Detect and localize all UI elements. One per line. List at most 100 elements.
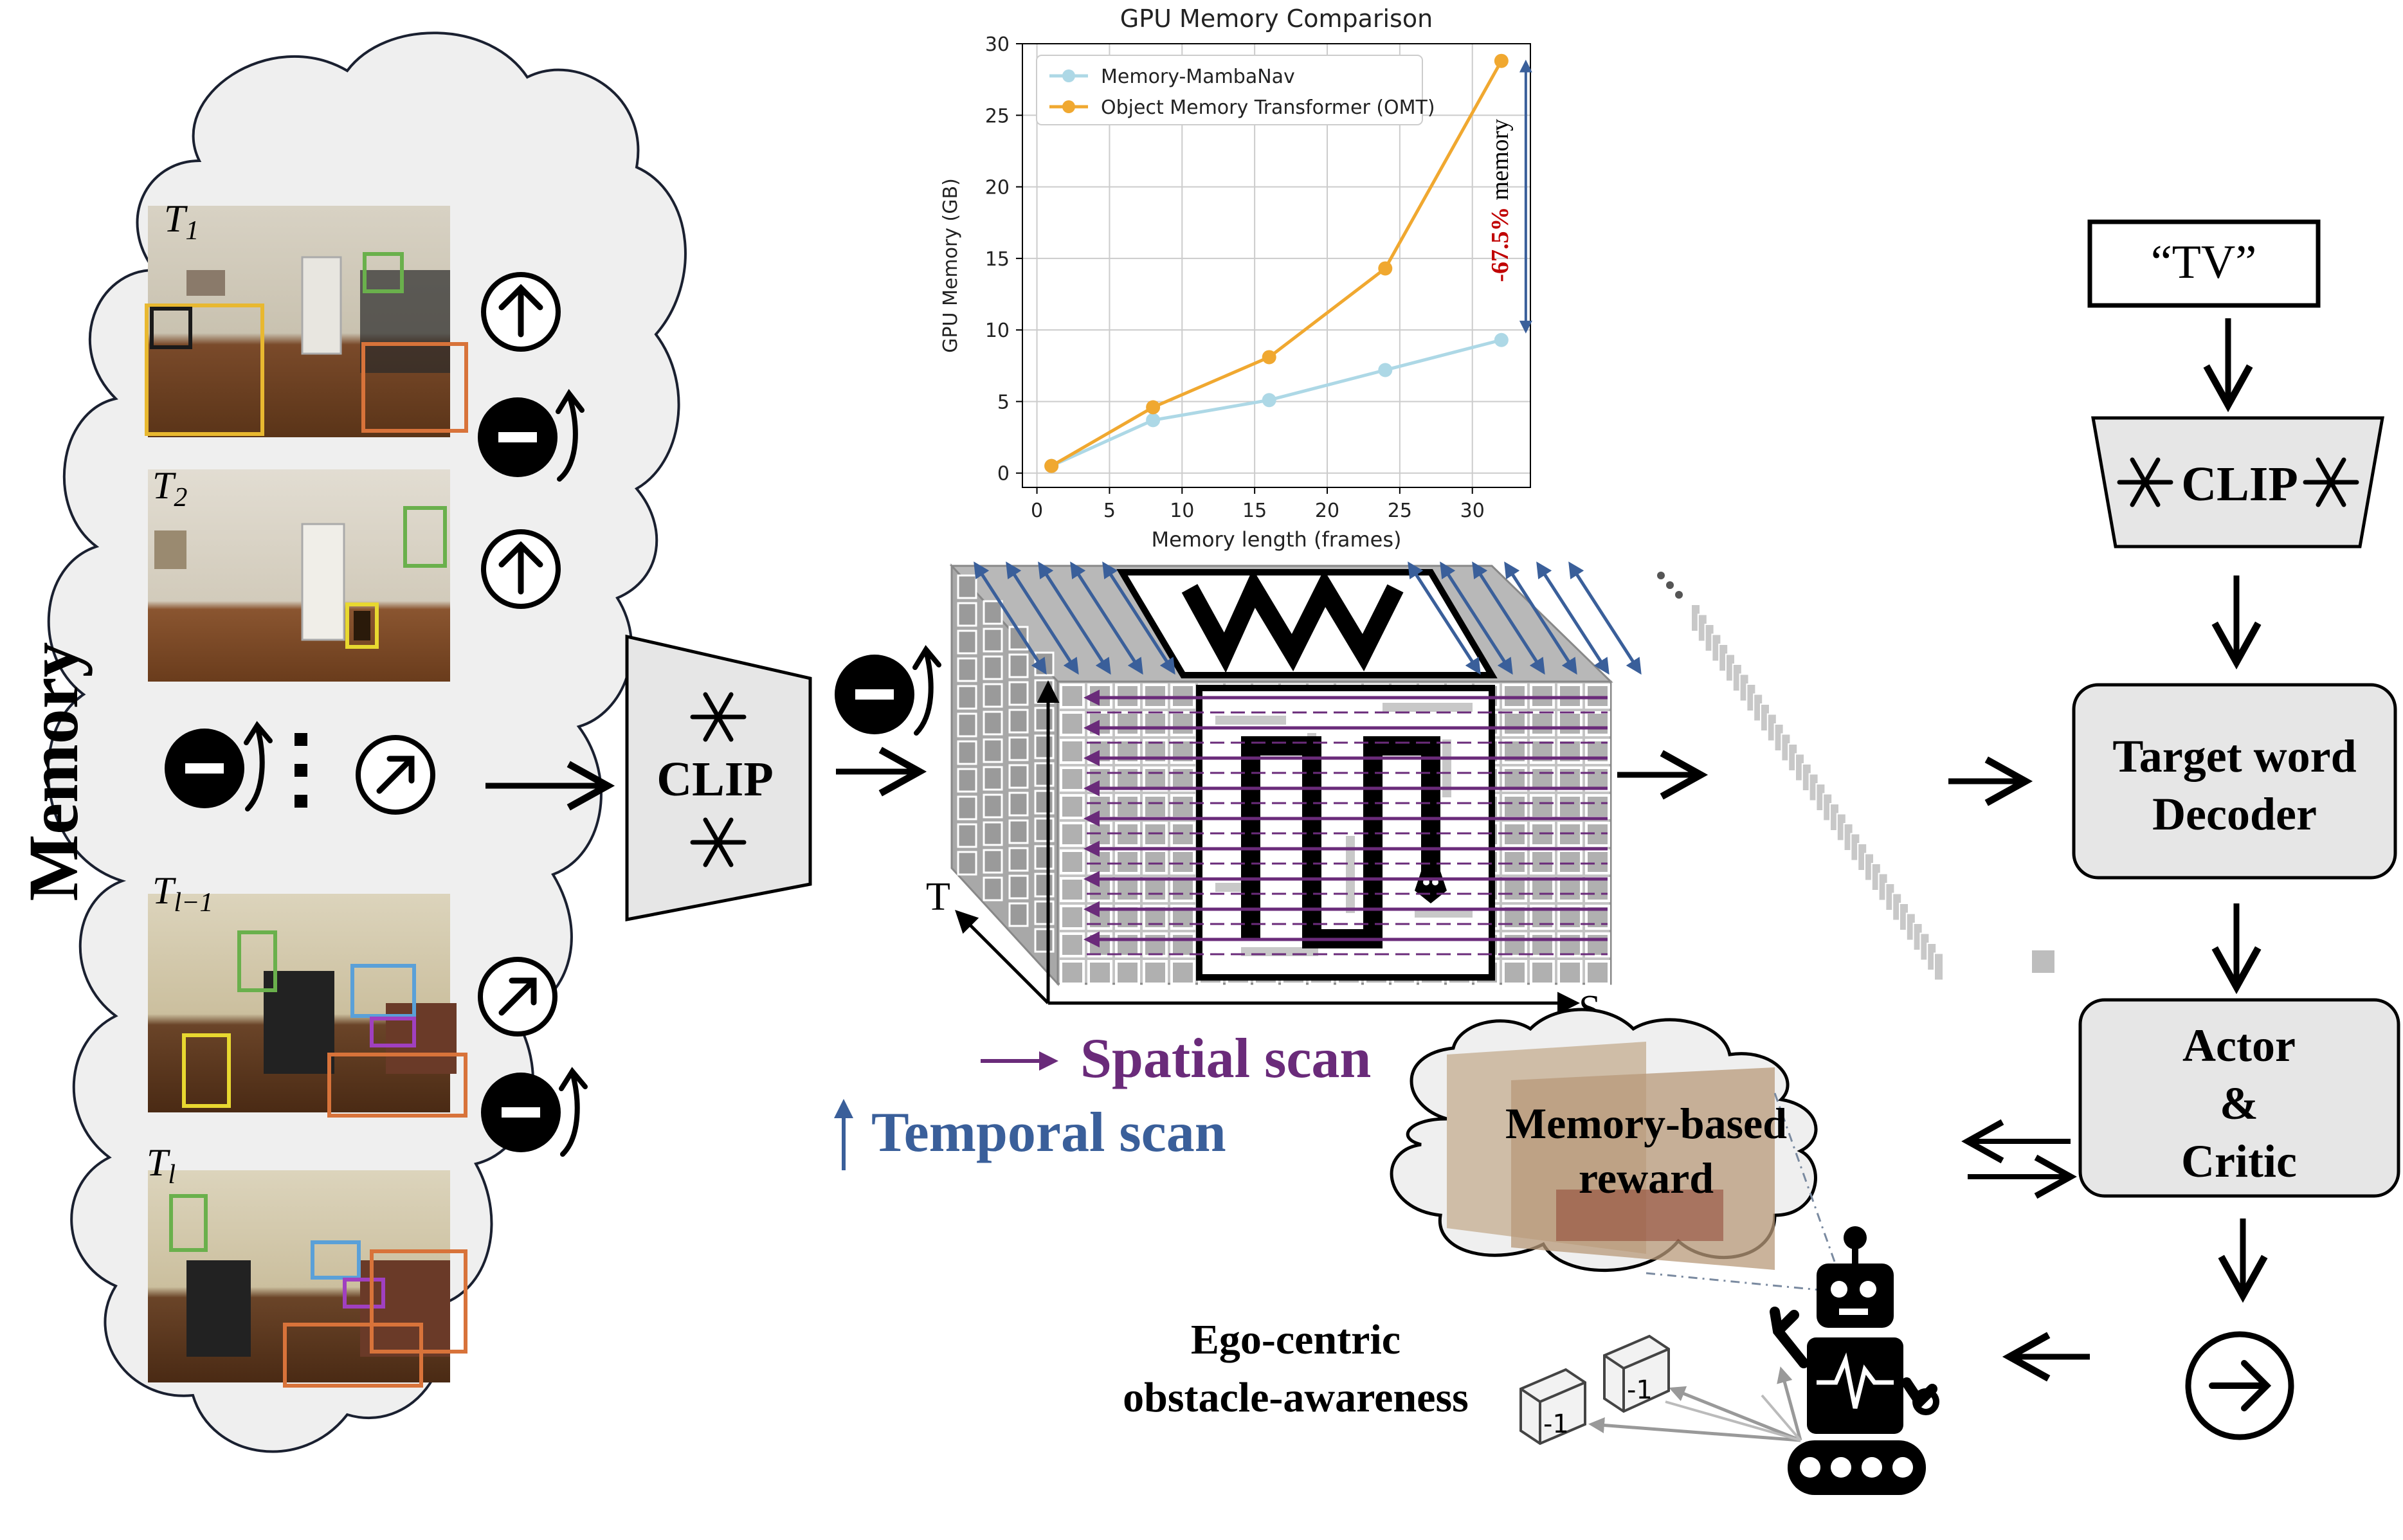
cube-cell	[1034, 845, 1055, 870]
cube-cell	[1115, 794, 1140, 819]
cube-cell	[957, 685, 977, 710]
cube-cell	[1060, 932, 1085, 957]
x-tick-label: 10	[1170, 500, 1194, 522]
cube-cell	[1557, 932, 1582, 957]
up-arrow-icon	[481, 272, 561, 352]
cube-cell	[1530, 711, 1555, 736]
cube-cell	[1115, 849, 1140, 874]
legend-label: Object Memory Transformer (OMT)	[1101, 96, 1435, 119]
x-tick-label: 15	[1242, 500, 1267, 522]
cube-cell	[1557, 849, 1582, 874]
cube-cell	[1087, 794, 1112, 819]
chart-legend	[1036, 55, 1423, 125]
memory-title: Memory	[14, 642, 93, 901]
obstacle-cube-label: -1	[1543, 1409, 1569, 1439]
cube-cell	[1034, 817, 1055, 842]
cube-cell	[1502, 877, 1527, 902]
x-tick-label: 30	[1460, 500, 1485, 522]
annotation-value: -67.5%	[1487, 206, 1514, 282]
temporal-arrow	[1568, 561, 1642, 675]
memory-frame-t2	[148, 469, 450, 682]
cube-cell	[957, 740, 977, 765]
cube-cell	[1530, 794, 1555, 819]
actor-line1: Actor	[2182, 1020, 2296, 1071]
data-point	[1262, 350, 1276, 365]
ego-line2: obstacle-awareness	[1123, 1374, 1469, 1421]
cube-cell	[1170, 794, 1195, 819]
up-right-arrow-icon	[478, 957, 558, 1037]
token-last	[2032, 950, 2054, 973]
frame-label-tl: Tl	[147, 1141, 176, 1190]
cube-cell	[983, 711, 1003, 736]
cube-cell	[957, 712, 977, 738]
cube-cell	[983, 683, 1003, 708]
stop-turn-icon	[481, 1067, 588, 1157]
x-tick-label: 20	[1315, 500, 1339, 522]
cube-cell	[1087, 932, 1112, 957]
cube-cell	[983, 600, 1003, 625]
cube-cell	[1530, 932, 1555, 957]
cube-cell	[1143, 849, 1168, 874]
cube-cell	[1530, 849, 1555, 874]
y-axis-label: GPU Memory (GB)	[939, 178, 962, 353]
obstacle-cube	[1603, 1334, 1670, 1413]
cube-cell	[1143, 877, 1168, 902]
cube-cell	[1557, 877, 1582, 902]
robot-icon	[1770, 1226, 1939, 1495]
annotation-text: memory	[1487, 119, 1514, 201]
data-point	[1262, 393, 1276, 408]
token	[1934, 952, 1944, 981]
cube-cell	[1034, 900, 1055, 925]
cube-cell	[1170, 877, 1195, 902]
data-point	[1044, 458, 1059, 473]
cube-cell	[1060, 877, 1085, 902]
y-tick-label: 0	[997, 463, 1010, 485]
cube-cell	[1170, 711, 1195, 736]
cube-cell	[1557, 794, 1582, 819]
cube-cell	[1557, 766, 1582, 792]
series-line	[1051, 338, 1502, 467]
cube-cell	[983, 655, 1003, 680]
clip-right-label: CLIP	[2181, 457, 2298, 511]
snowflake-icon	[2303, 457, 2359, 507]
cube-cell	[1115, 932, 1140, 957]
x-tick-label: 5	[1103, 500, 1116, 522]
temporal-scan-arrows	[974, 561, 1642, 675]
cube-cell	[1008, 681, 1029, 706]
cube-cell	[1585, 766, 1610, 792]
cube-cell	[957, 823, 977, 848]
cube-cell	[1502, 711, 1527, 736]
decoder-line1: Target word	[2112, 730, 2356, 782]
temporal-scan-label: Temporal scan	[871, 1101, 1226, 1164]
token-sequence	[1691, 604, 2054, 981]
decoder-line2: Decoder	[2152, 788, 2317, 840]
cube-cell	[1143, 960, 1168, 985]
cube-cell	[1034, 679, 1055, 704]
tv-prompt-box	[2087, 219, 2321, 308]
cube-cell	[1008, 902, 1029, 927]
cube-cell	[957, 602, 977, 627]
annotation-label: -67.5% memory	[1487, 119, 1514, 282]
cube-cell	[983, 766, 1003, 791]
cube-cell	[1115, 877, 1140, 902]
y-tick-label: 15	[985, 248, 1010, 271]
cube-cell	[957, 657, 977, 682]
cube-cell	[1060, 849, 1085, 874]
y-tick-label: 10	[985, 320, 1010, 342]
obstacle-rays	[1588, 1366, 1802, 1442]
reward-line1: Memory-based	[1505, 1099, 1787, 1148]
snowflake-icon	[2117, 457, 2173, 507]
cube-axes	[955, 680, 1580, 1015]
cube-cell	[1502, 766, 1527, 792]
cube-cell	[1087, 849, 1112, 874]
data-point	[1146, 413, 1161, 428]
cube-cell	[1585, 877, 1610, 902]
right-arrow-icon	[2185, 1331, 2294, 1440]
cube-cell	[1115, 711, 1140, 736]
cube-cell	[983, 738, 1003, 763]
ego-line1: Ego-centric	[1191, 1316, 1401, 1363]
cube-cell	[1060, 739, 1085, 764]
tv-prompt-label: “TV”	[2151, 236, 2256, 289]
x-axis-label: Memory length (frames)	[1151, 527, 1401, 552]
